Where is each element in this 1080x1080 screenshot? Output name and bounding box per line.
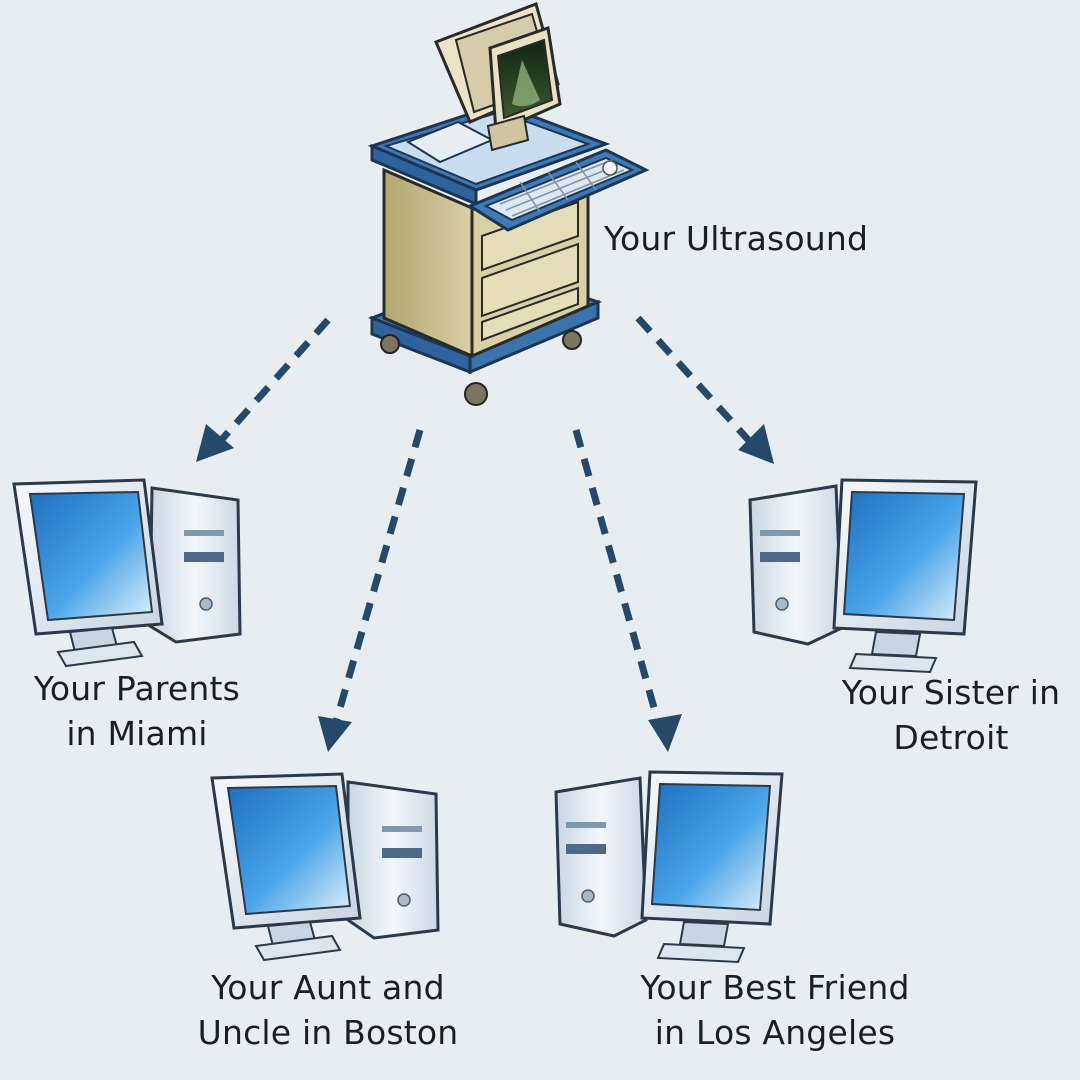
desktop-computer-icon-sister xyxy=(748,478,978,674)
label-line: Uncle in Boston xyxy=(197,1013,459,1052)
label-best-friend-los-angeles: Your Best Friend in Los Angeles xyxy=(622,965,928,1055)
label-line: Your Parents xyxy=(33,669,241,708)
arrow-to-aunt-uncle xyxy=(318,429,424,752)
desktop-computer-icon-best-friend xyxy=(554,770,784,964)
arrow-to-sister xyxy=(635,315,774,464)
ultrasound-cart-icon xyxy=(367,2,650,406)
arrow-head xyxy=(318,716,352,752)
arrow-to-best-friend xyxy=(572,429,682,752)
label-aunt-uncle-boston: Your Aunt and Uncle in Boston xyxy=(178,965,478,1055)
label-line: Your Ultrasound xyxy=(604,219,869,258)
label-line: Your Aunt and xyxy=(211,968,445,1007)
desktop-computer-icon-parents xyxy=(12,478,242,668)
arrow-head xyxy=(648,714,682,752)
label-line: in Miami xyxy=(66,714,208,753)
label-line: Your Sister in xyxy=(841,673,1061,712)
desktop-computer-icon-aunt-uncle xyxy=(210,772,440,962)
label-sister-detroit: Your Sister in Detroit xyxy=(820,670,1080,760)
arrow-head xyxy=(738,424,774,464)
label-line: in Los Angeles xyxy=(654,1013,896,1052)
arrow-to-parents xyxy=(196,317,331,462)
label-line: Detroit xyxy=(893,718,1009,757)
label-ultrasound: Your Ultrasound xyxy=(604,216,868,261)
label-parents-miami: Your Parents in Miami xyxy=(14,666,260,756)
arrow-head xyxy=(196,424,234,462)
label-line: Your Best Friend xyxy=(640,968,910,1007)
